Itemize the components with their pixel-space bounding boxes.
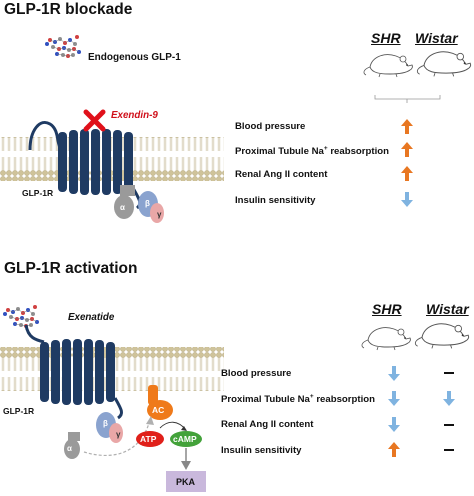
blockade-row-label: Renal Ang II content (235, 169, 328, 180)
g-protein-top-icon (114, 185, 164, 223)
exendin9-label: Exendin-9 (111, 110, 158, 121)
up-arrow-icon (401, 166, 413, 181)
blockade-effect-arrows (401, 119, 413, 207)
atp-label: ATP (140, 434, 157, 444)
no-change-dash (444, 424, 454, 426)
up-arrow-icon (388, 442, 400, 457)
pka-label: PKA (176, 477, 196, 487)
activation-row-label: Blood pressure (221, 368, 292, 379)
shr-rat-top-icon (363, 54, 413, 78)
down-arrow-icon (388, 366, 400, 381)
no-change-dash (444, 449, 454, 451)
glp1r-receptor-bottom-icon (24, 324, 124, 420)
adenylate-cyclase-icon (147, 385, 173, 420)
wistar-rat-top-icon (416, 51, 472, 77)
beta-label-top: β (145, 199, 150, 208)
glp1r-label-bottom: GLP-1R (3, 406, 35, 416)
exenatide-molecule-icon (2, 304, 40, 329)
blockade-title: GLP-1R blockade (4, 1, 133, 18)
activation-row-label: Insulin sensitivity (221, 445, 302, 456)
exenatide-label: Exenatide (68, 312, 115, 323)
activation-title: GLP-1R activation (4, 260, 138, 277)
alpha-label-bottom: α (67, 444, 72, 453)
shr-header-top: SHR (371, 30, 401, 46)
cell-membrane-top (0, 137, 224, 181)
glp1-molecule-icon (44, 34, 82, 59)
down-arrow-icon (401, 192, 413, 207)
wistar-header-top: Wistar (415, 30, 458, 46)
camp-node (170, 431, 202, 447)
glp1r-label-top: GLP-1R (22, 188, 54, 198)
blockade-row-label: Blood pressure (235, 121, 306, 132)
ac-label: AC (152, 405, 165, 415)
alpha-label-top: α (120, 203, 125, 212)
down-arrow-icon (388, 417, 400, 432)
shr-header-bottom: SHR (372, 301, 402, 317)
endogenous-glp1-label: Endogenous GLP-1 (88, 52, 181, 63)
gamma-label-bottom: γ (116, 430, 121, 439)
beta-label-bottom: β (103, 419, 108, 428)
atp-node (136, 431, 164, 447)
pka-box (166, 471, 206, 492)
up-arrow-icon (401, 142, 413, 157)
shr-rat-bottom-icon (361, 327, 411, 351)
blockade-row-label: Proximal Tubule Na+ reabsorption (235, 145, 389, 158)
activation-effect-arrows (388, 366, 455, 457)
down-arrow-icon (443, 391, 455, 406)
activation-row-label: Proximal Tubule Na+ reabsorption (221, 393, 375, 406)
wistar-header-bottom: Wistar (426, 301, 469, 317)
camp-label: cAMP (173, 434, 197, 444)
down-arrow-icon (388, 391, 400, 406)
inhibitor-x-icon (83, 109, 106, 132)
gamma-label-top: γ (157, 210, 162, 219)
activation-row-label: Renal Ang II content (221, 419, 314, 430)
no-change-dash (444, 372, 454, 374)
g-protein-bottom-icon (64, 412, 123, 459)
wistar-rat-bottom-icon (414, 323, 470, 349)
blockade-row-label: Insulin sensitivity (235, 195, 316, 206)
up-arrow-icon (401, 119, 413, 134)
